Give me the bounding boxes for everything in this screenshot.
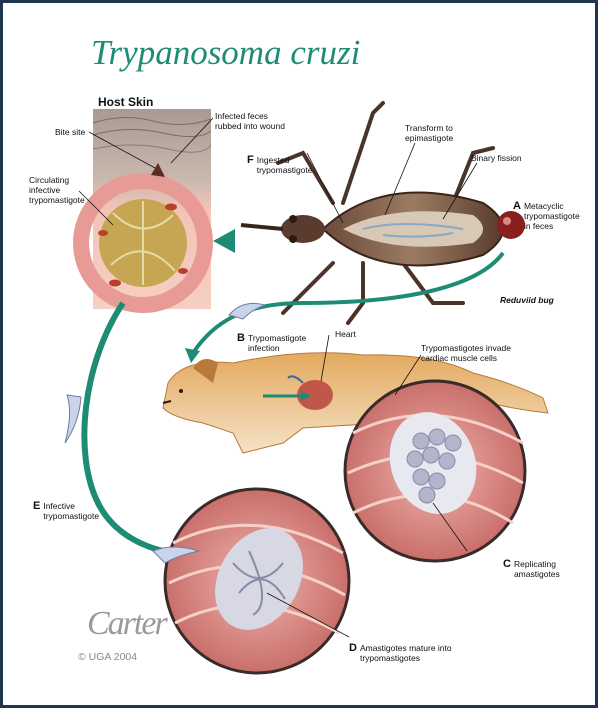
artist-signature: Carter [87, 605, 166, 643]
stage-f-letter: F [247, 154, 254, 166]
trypomastigote-b [229, 303, 265, 319]
reduviid-bug [241, 103, 503, 323]
copyright: © UGA 2004 [78, 651, 137, 663]
stage-e-text: Infective trypomastigote [43, 501, 99, 521]
heart-label: Heart [335, 329, 356, 339]
figure-title: Trypanosoma cruzi [91, 33, 360, 73]
trypomastigote-e [65, 395, 81, 443]
stage-b-letter: B [237, 332, 245, 344]
invade-label: Trypomastigotes invade cardiac muscle ce… [421, 343, 511, 363]
stage-c-letter: C [503, 558, 511, 570]
stage-d-text: Amastigotes mature into trypomastigotes [360, 643, 452, 663]
stage-a-letter: A [513, 200, 521, 212]
stage-e-letter: E [33, 500, 40, 512]
bite-site-label: Bite site [55, 127, 85, 137]
infected-feces-label: Infected feces rubbed into wound [215, 111, 285, 131]
stage-c-text: Replicating amastigotes [514, 559, 560, 579]
host-skin-label: Host Skin [98, 95, 153, 109]
arrow-skin-to-bug [213, 229, 235, 253]
stage-f-text: Ingested trypomastigote [257, 155, 313, 175]
host-skin-block [81, 109, 211, 309]
binary-fission-label: Binary fission [471, 153, 522, 163]
stage-b-text: Trypomastigote infection [248, 333, 306, 353]
circulating-label: Circulating infective trypomastigote [29, 175, 85, 205]
stage-a-text: Metacyclic trypomastigote in feces [524, 201, 580, 231]
transform-label: Transform to epimastigote [405, 123, 453, 143]
muscle-circle-c [345, 381, 525, 561]
reduviid-label: Reduviid bug [500, 295, 554, 305]
muscle-circle-d [165, 489, 349, 673]
stage-d-letter: D [349, 642, 357, 654]
